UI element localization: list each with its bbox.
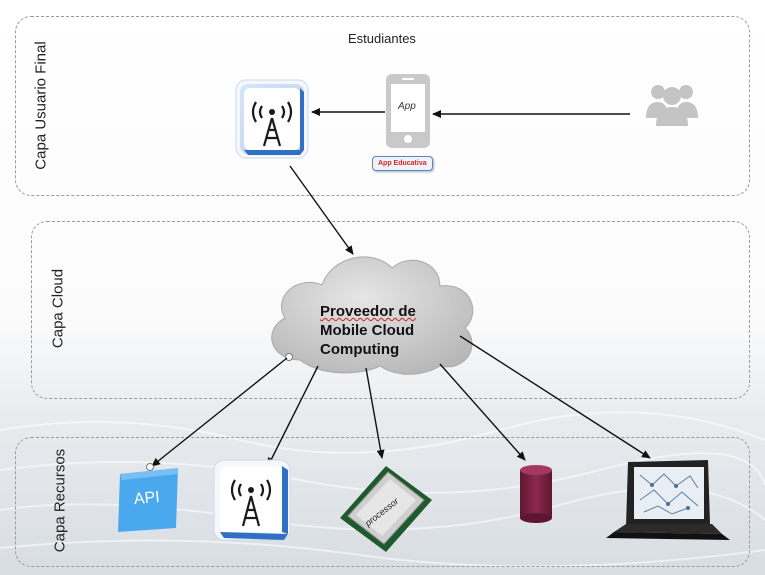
cloud-provider-word: Proveedor de <box>320 303 416 320</box>
cloud-layer-box <box>31 221 750 399</box>
cloud-provider-label: Proveedor de Mobile Cloud Computing <box>320 302 416 359</box>
database-icon <box>520 465 552 523</box>
phone-app-label: App <box>398 101 416 112</box>
processor-chip-icon <box>340 466 432 552</box>
api-block-icon <box>118 468 178 532</box>
antenna-tower-resource-icon <box>213 459 291 541</box>
resources-layer-box <box>15 437 750 567</box>
cloud-provider-line-1: Proveedor de <box>320 302 416 321</box>
cloud-provider-line-2: Mobile Cloud <box>320 322 415 339</box>
smartphone-icon <box>386 74 430 148</box>
connector-arrows <box>151 108 651 467</box>
app-educativa-badge: App Educativa <box>372 156 433 171</box>
cloud-provider-line-3: Computing <box>320 341 400 358</box>
antenna-tower-icon <box>235 79 309 159</box>
users-group-icon <box>646 85 698 126</box>
cloud-shape <box>271 256 474 375</box>
students-title: Estudiantes <box>348 31 416 46</box>
api-label: API <box>133 488 161 509</box>
laptop-icon <box>606 460 730 540</box>
user-layer-box <box>15 16 750 196</box>
